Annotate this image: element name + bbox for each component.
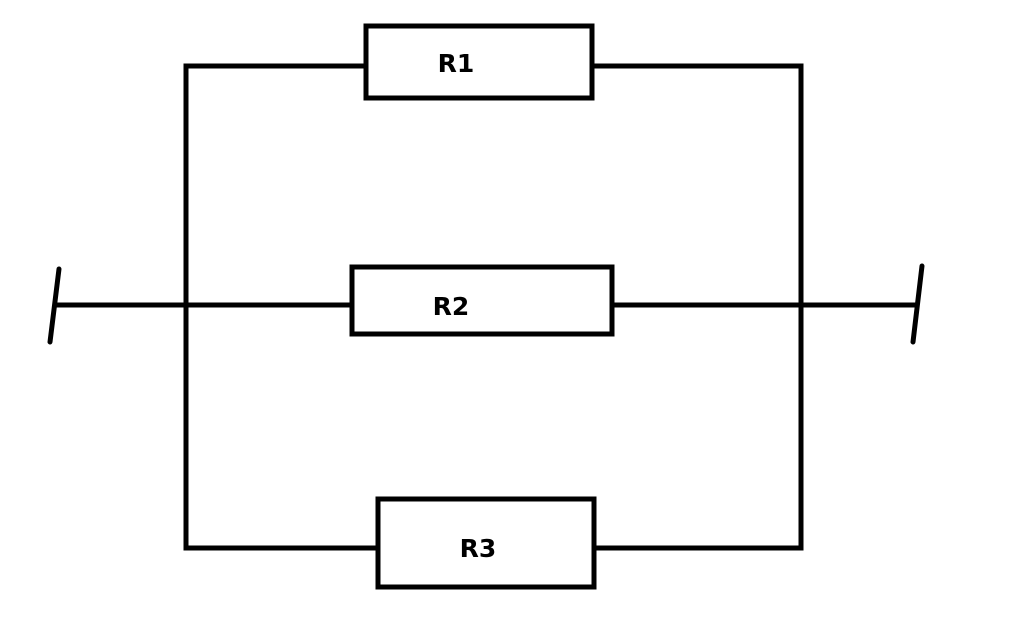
resistor-r3: R3	[375, 496, 597, 590]
resistor-r1-body	[363, 23, 595, 101]
resistor-r3-label: R3	[460, 534, 497, 563]
resistor-r2-body	[349, 264, 615, 337]
resistor-r2-label: R2	[433, 292, 470, 321]
wires	[54, 63, 920, 551]
resistor-r3-body	[375, 496, 597, 590]
left-terminal-mark	[47, 266, 62, 345]
resistor-r1: R1	[363, 23, 595, 101]
resistor-r1-label: R1	[438, 49, 475, 78]
right-terminal-mark	[910, 263, 925, 345]
resistor-r2: R2	[349, 264, 615, 337]
